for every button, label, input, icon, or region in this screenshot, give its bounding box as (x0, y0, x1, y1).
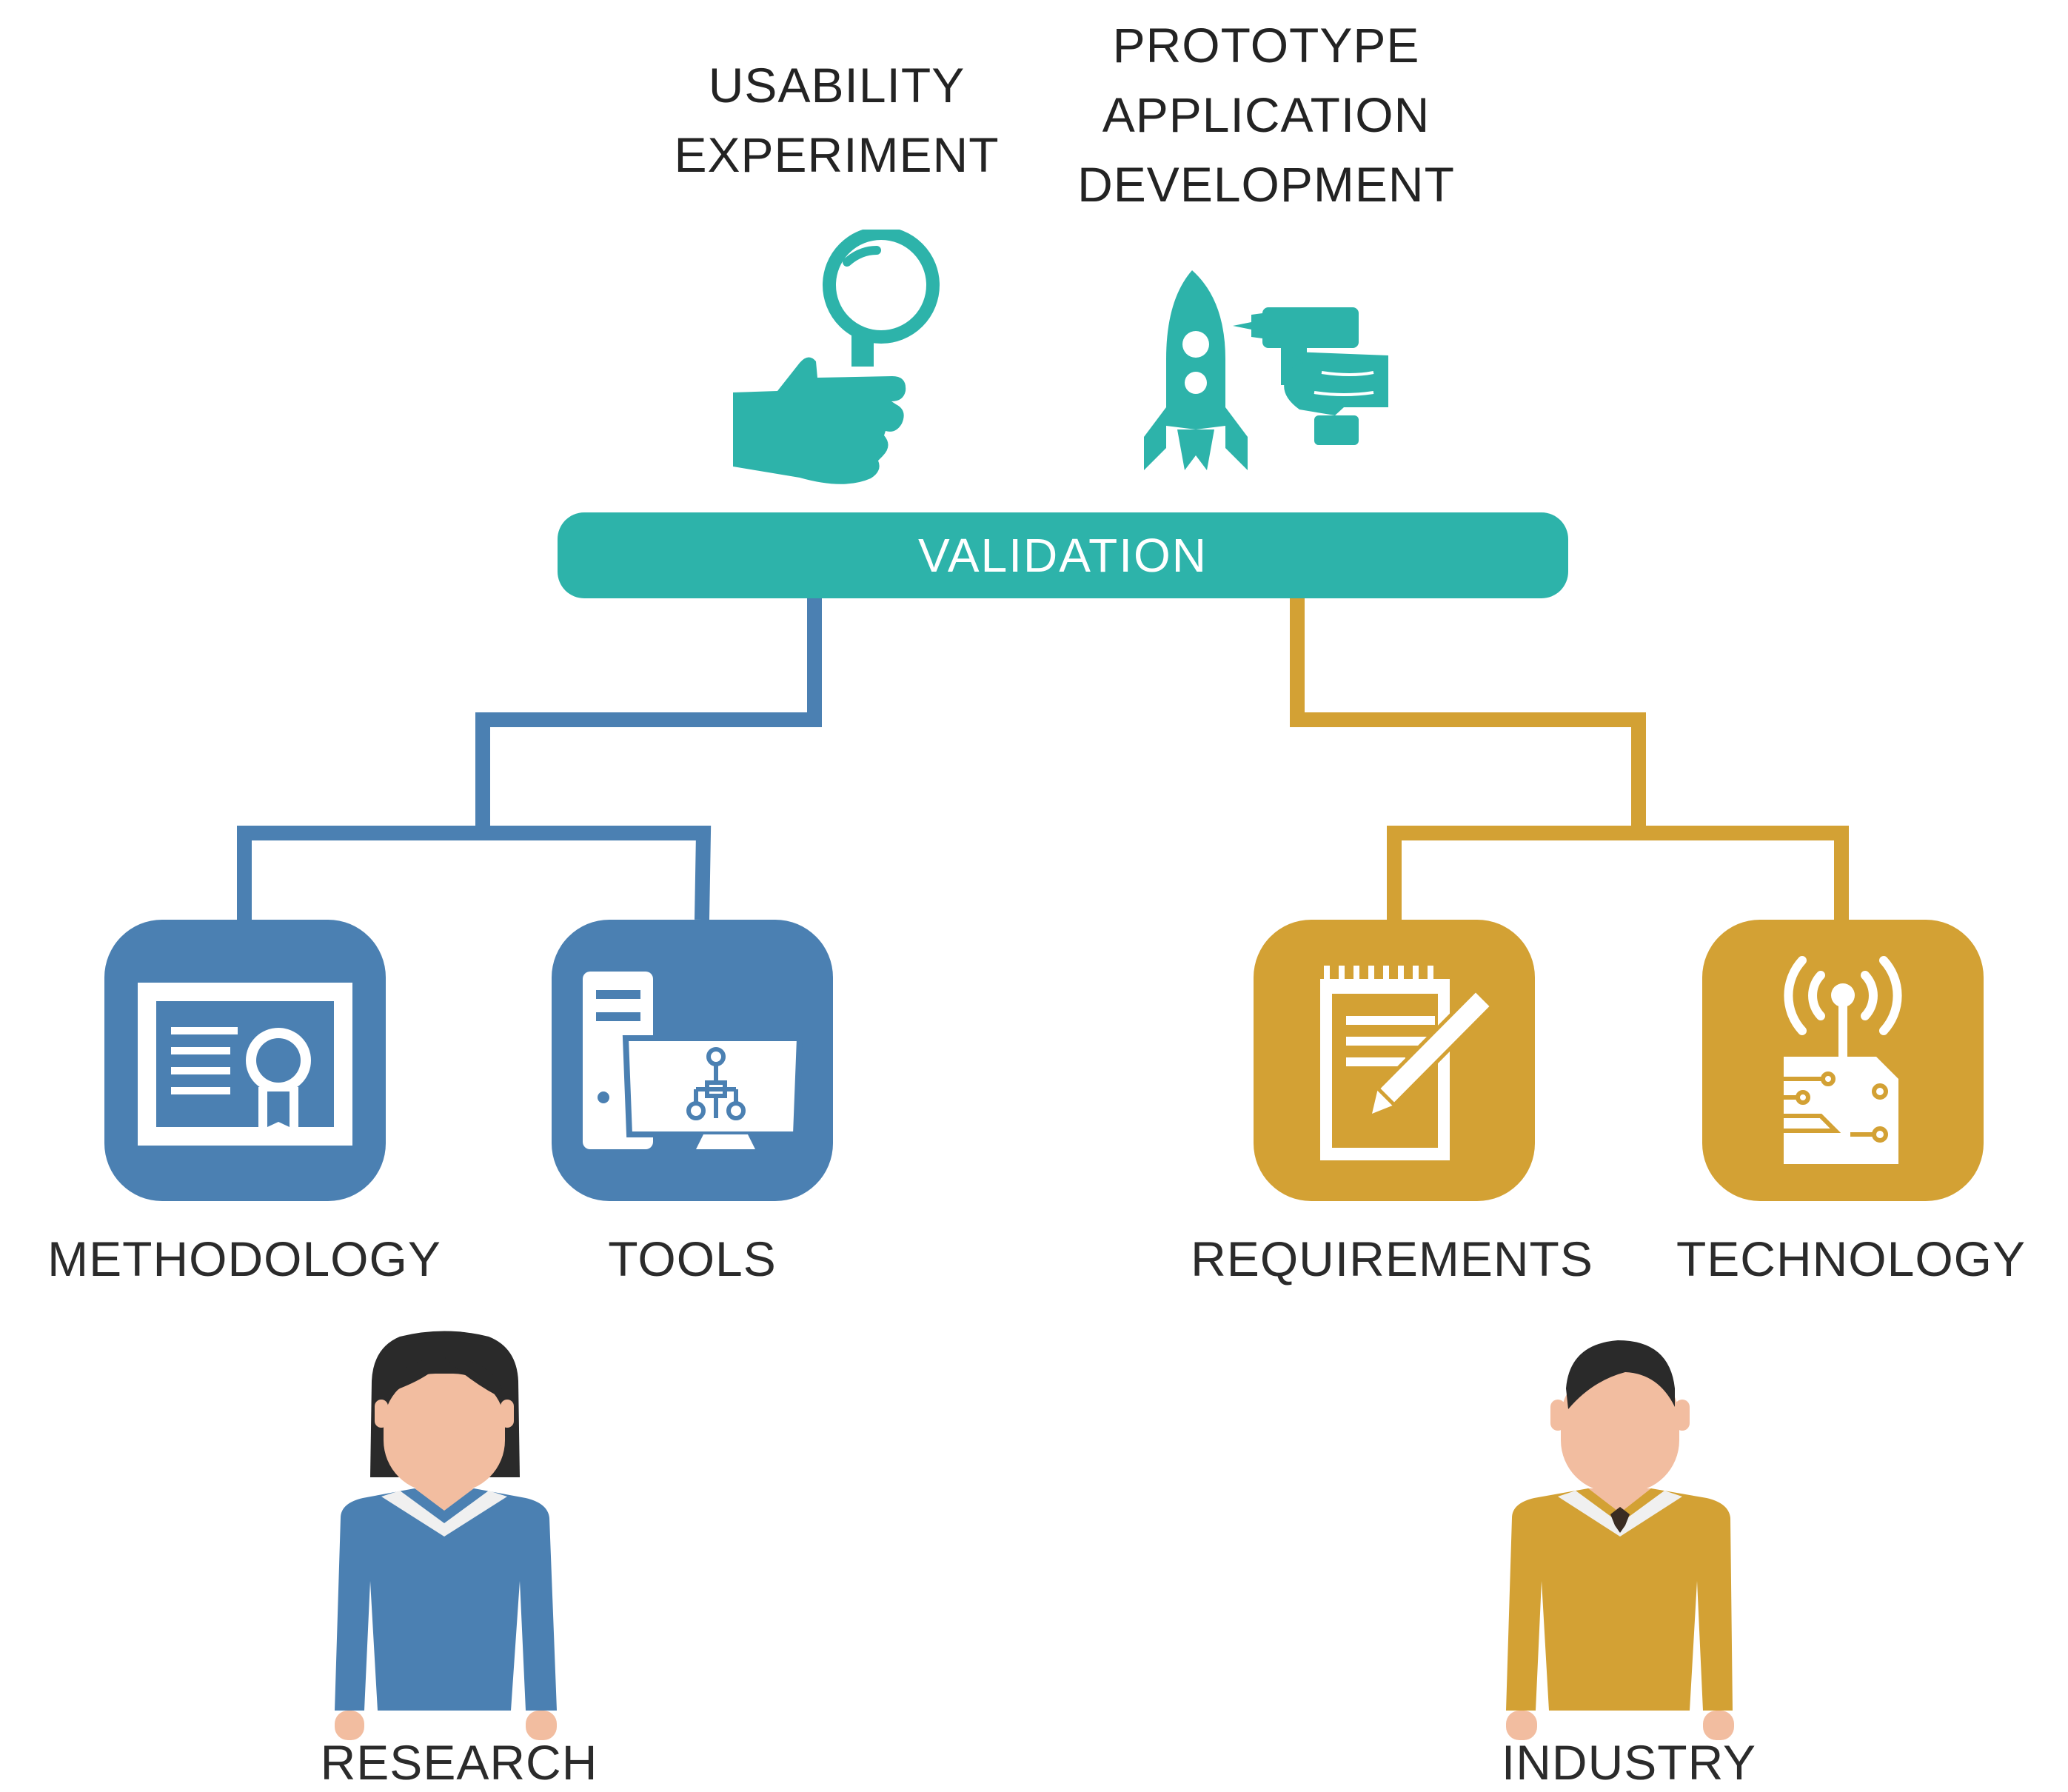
antenna-circuit-icon (1784, 956, 1902, 1164)
tools-tile (552, 920, 833, 1201)
computer-workflow-icon (583, 972, 803, 1149)
technology-tile (1702, 920, 1984, 1201)
industry-label: INDUSTRY (1501, 1735, 1757, 1790)
research-person-avatar (335, 1331, 557, 1740)
notepad-pencil-icon (1320, 966, 1495, 1160)
usability-experiment-label: USABILITY EXPERIMENT (674, 58, 1000, 182)
requirements-tile (1254, 920, 1535, 1201)
rocket-drill-icon (1144, 270, 1388, 470)
industry-person-avatar (1506, 1340, 1734, 1740)
magnifier-hand-icon (733, 230, 940, 484)
technology-label: TECHNOLOGY (1676, 1231, 2027, 1286)
research-connector (237, 598, 822, 920)
methodology-label: METHODOLOGY (47, 1231, 441, 1286)
validation-label: VALIDATION (917, 529, 1208, 582)
industry-connector (1290, 598, 1849, 920)
methodology-tile (104, 920, 386, 1201)
requirements-label: REQUIREMENTS (1191, 1231, 1593, 1286)
certificate-icon (138, 983, 352, 1146)
research-label: RESEARCH (320, 1735, 598, 1790)
validation-bar: VALIDATION (558, 512, 1568, 598)
tools-label: TOOLS (608, 1231, 777, 1286)
prototype-development-label: PROTOTYPE APPLICATION DEVELOPMENT (1077, 18, 1455, 212)
